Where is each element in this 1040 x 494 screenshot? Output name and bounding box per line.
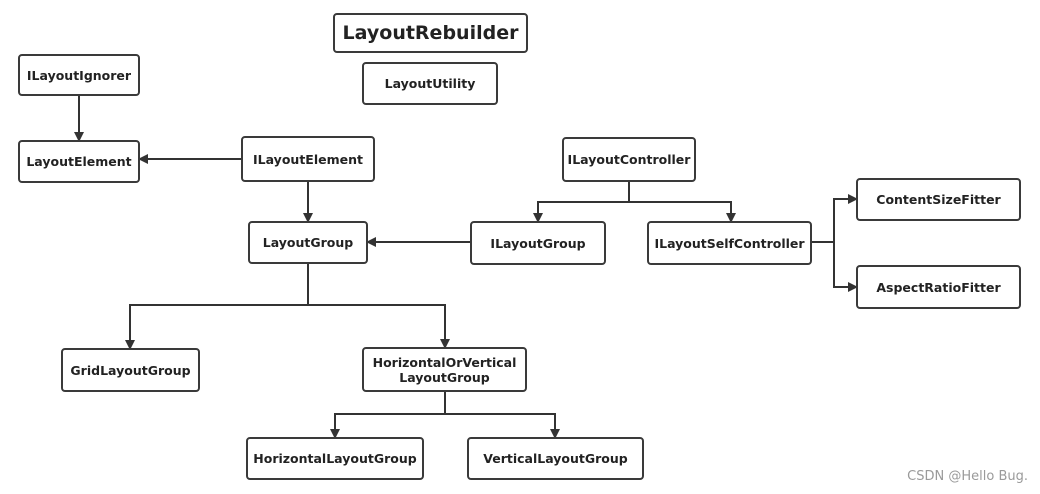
node-aspect-ratio-fitter: AspectRatioFitter — [856, 265, 1021, 309]
edge-layout-group-to-grid-layout-group — [125, 264, 309, 350]
node-content-size-fitter: ContentSizeFitter — [856, 178, 1021, 221]
node-layout-element: LayoutElement — [18, 140, 140, 183]
node-layout-group: LayoutGroup — [248, 221, 368, 264]
node-horizontal-or-vertical-layout-group: HorizontalOrVertical LayoutGroup — [362, 347, 527, 392]
node-ilayout-ignorer: ILayoutIgnorer — [18, 54, 140, 96]
node-ilayout-self-controller: ILayoutSelfController — [647, 221, 812, 265]
node-layout-utility: LayoutUtility — [362, 62, 498, 105]
node-layout-rebuilder: LayoutRebuilder — [333, 13, 528, 53]
edge-horizontal-or-vertical-layout-group-to-vertical-layout-group — [444, 392, 560, 439]
node-ilayout-element: ILayoutElement — [241, 136, 375, 182]
edge-ilayout-controller-to-ilayout-self-controller — [628, 182, 736, 223]
node-ilayout-group: ILayoutGroup — [470, 221, 606, 265]
edge-layout-group-to-horizontal-or-vertical-layout-group — [307, 264, 450, 349]
edge-ilayout-self-controller-to-content-size-fitter — [812, 194, 858, 243]
node-horizontal-layout-group: HorizontalLayoutGroup — [246, 437, 424, 480]
edge-horizontal-or-vertical-layout-group-to-horizontal-layout-group — [330, 392, 446, 439]
node-grid-layout-group: GridLayoutGroup — [61, 348, 200, 392]
edge-ilayout-controller-to-ilayout-group — [533, 182, 630, 223]
node-vertical-layout-group: VerticalLayoutGroup — [467, 437, 644, 480]
node-ilayout-controller: ILayoutController — [562, 137, 696, 182]
watermark: CSDN @Hello Bug. — [907, 469, 1028, 484]
edge-ilayout-self-controller-to-aspect-ratio-fitter — [812, 241, 858, 292]
